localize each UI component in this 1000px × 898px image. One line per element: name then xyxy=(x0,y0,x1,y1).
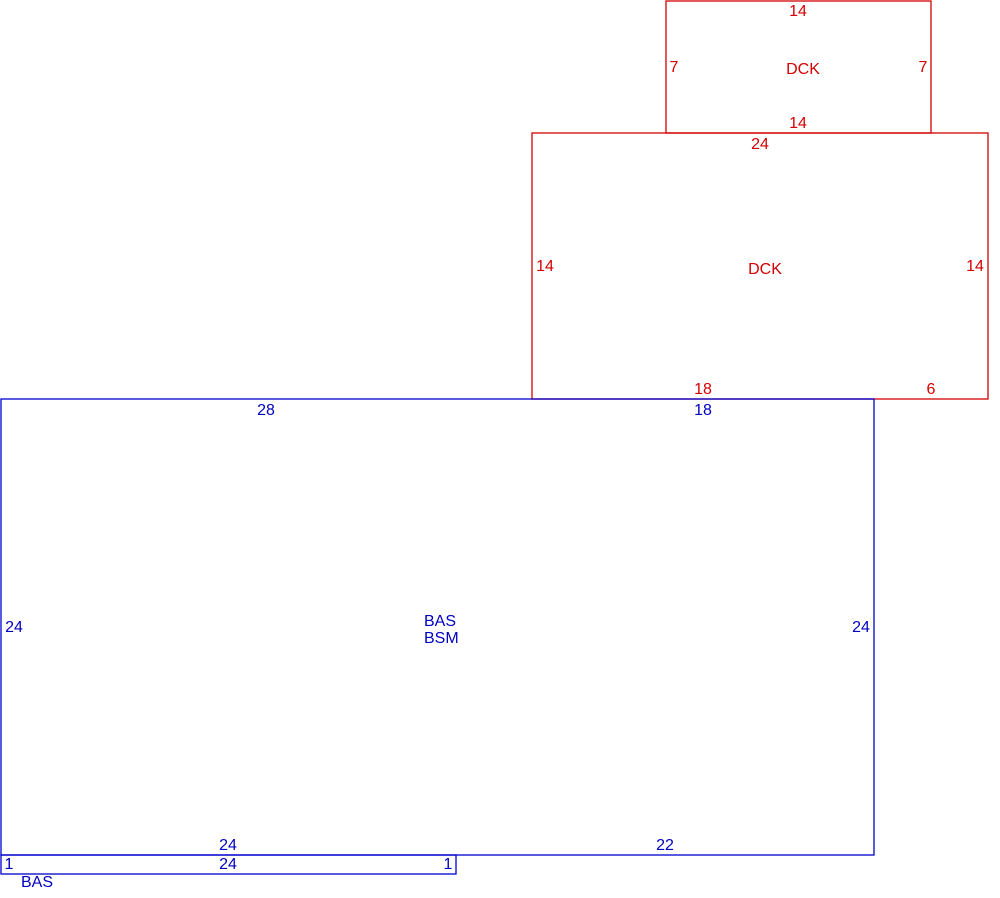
base-main-top-dimension-b: 18 xyxy=(694,402,712,419)
basement-label: BSM xyxy=(424,630,459,647)
deck-small-label: DCK xyxy=(786,61,820,78)
base-strip-left-dimension: 1 xyxy=(5,856,14,873)
base-main-label: BAS xyxy=(424,613,456,630)
deck-small: 14 7 7 14 DCK xyxy=(665,0,932,134)
base-strip-right-dimension: 1 xyxy=(444,856,453,873)
base-main-bottom-dimension-a: 24 xyxy=(219,837,237,854)
base-main-top-dimension-a: 28 xyxy=(257,402,275,419)
deck-large-bottom-dimension-a: 18 xyxy=(694,381,712,398)
base-strip: 24 1 1 BAS xyxy=(0,854,457,891)
deck-small-left-dimension: 7 xyxy=(670,59,679,76)
base-strip-label: BAS xyxy=(21,874,53,891)
base-main-right-dimension: 24 xyxy=(852,619,870,636)
deck-small-right-dimension: 7 xyxy=(919,59,928,76)
base-strip-outline xyxy=(0,854,457,875)
deck-small-bottom-dimension: 14 xyxy=(789,115,807,132)
deck-small-top-dimension: 14 xyxy=(789,3,807,20)
base-main-left-dimension: 24 xyxy=(5,619,23,636)
deck-large-top-dimension: 24 xyxy=(751,136,769,153)
deck-large: 24 14 14 18 6 DCK xyxy=(531,132,989,400)
deck-large-label: DCK xyxy=(748,261,782,278)
base-strip-top-dimension: 24 xyxy=(219,856,237,873)
base-main: 28 18 24 24 24 22 BAS BSM xyxy=(0,398,875,856)
deck-large-right-dimension: 14 xyxy=(966,258,984,275)
deck-large-bottom-dimension-b: 6 xyxy=(927,381,936,398)
deck-large-left-dimension: 14 xyxy=(536,258,554,275)
base-main-bottom-dimension-b: 22 xyxy=(656,837,674,854)
